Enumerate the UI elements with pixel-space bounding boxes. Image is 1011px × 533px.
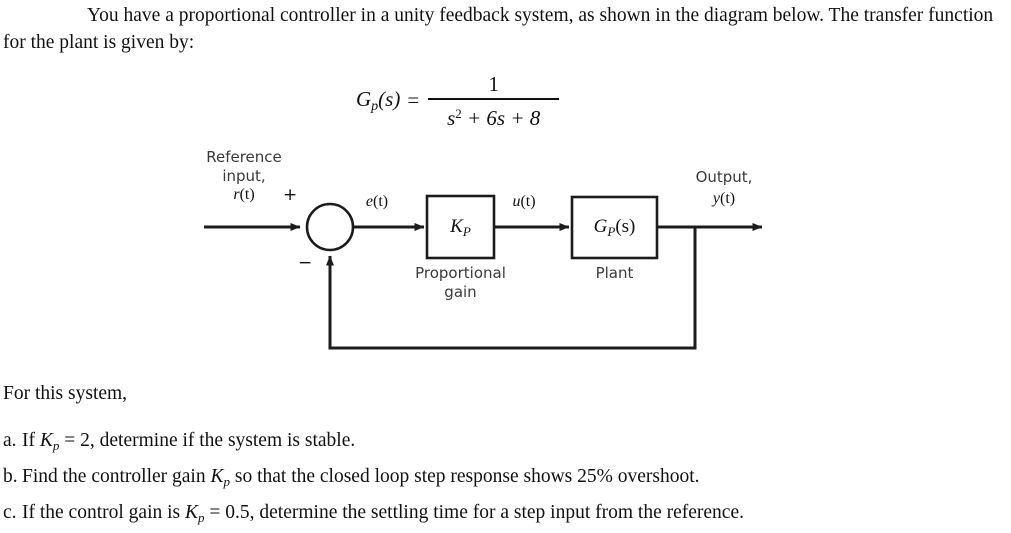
plant-symbol: G xyxy=(593,216,608,237)
question-list: a. If Kp = 2, determine if the system is… xyxy=(3,425,1008,533)
question-c-symbol-subscript: p xyxy=(198,510,205,525)
question-marker-c: c. xyxy=(3,502,17,523)
controller-block-label: KP xyxy=(427,216,494,240)
reference-signal-symbol: r xyxy=(233,186,240,203)
question-a-post: = 2, determine if the system is stable. xyxy=(59,430,356,451)
output-label: Output, xyxy=(695,168,753,186)
plant-subscript: P xyxy=(607,224,616,239)
question-item-b: b. Find the controller gain Kp so that t… xyxy=(3,461,1008,497)
question-a-symbol-letter: K xyxy=(39,430,53,451)
equation-left-side: Gp(s) xyxy=(356,87,400,115)
question-b-symbol: Kp xyxy=(210,466,230,489)
controller-caption: Proportional gain xyxy=(391,264,530,302)
question-marker-b: b. xyxy=(3,466,18,487)
question-c-pre: If the control gain is xyxy=(22,502,185,523)
question-a-symbol-subscript: p xyxy=(52,438,60,453)
denominator-exponent: 2 xyxy=(455,106,462,121)
question-b-pre: Find the controller gain xyxy=(22,466,211,487)
intro-paragraph: You have a proportional controller in a … xyxy=(3,5,994,53)
reference-signal-arg: (t) xyxy=(239,186,255,203)
controller-caption-line1: Proportional xyxy=(415,264,506,282)
denominator-term-s: s xyxy=(447,106,456,130)
question-a-pre: If xyxy=(22,430,40,451)
equation-lhs-symbol: G xyxy=(356,86,372,111)
output-signal-arg: (t) xyxy=(720,190,736,207)
controller-symbol: K xyxy=(450,216,463,237)
question-a-symbol: Kp xyxy=(39,430,60,453)
denominator-remaining-terms: + 6s + 8 xyxy=(461,106,541,130)
question-text-c: If the control gain is Kp = 0.5, determi… xyxy=(22,497,1008,533)
question-c-symbol: Kp xyxy=(185,502,205,525)
error-signal-arg: (t) xyxy=(373,193,389,210)
equation-denominator: s2 + 6s + 8 xyxy=(443,100,544,131)
plant-block-rect xyxy=(570,195,659,260)
output-signal-symbol: y xyxy=(712,190,720,207)
equation-lhs-argument: (s) xyxy=(378,86,401,111)
equation-lhs-subscript: p xyxy=(371,98,379,114)
question-b-symbol-letter: K xyxy=(210,466,224,487)
summing-junction-minus-sign: − xyxy=(298,253,313,273)
reference-label-line2: input, xyxy=(222,167,266,185)
question-b-symbol-subscript: p xyxy=(223,474,230,489)
plant-arg: (s) xyxy=(615,216,636,237)
plant-transfer-function-equation: Gp(s) = 1 s2 + 6s + 8 xyxy=(356,70,560,131)
block-diagram-graphics xyxy=(204,194,763,350)
reference-signal-label: r(t) xyxy=(196,186,292,204)
control-signal-symbol: u xyxy=(512,193,521,210)
output-signal-label: y(t) xyxy=(669,190,779,208)
question-c-symbol-letter: K xyxy=(185,502,199,523)
for-this-system-text: For this system, xyxy=(3,383,128,404)
summing-junction-plus-sign: + xyxy=(283,185,298,205)
equation-equals-sign: = xyxy=(407,88,420,112)
equation-numerator: 1 xyxy=(488,72,499,96)
plant-caption: Plant xyxy=(595,264,634,282)
question-b-post: so that the closed loop step response sh… xyxy=(229,466,700,487)
control-signal-arg: (t) xyxy=(520,193,536,210)
reference-input-label: Reference input, xyxy=(196,148,292,186)
question-text-b: Find the controller gain Kp so that the … xyxy=(22,461,1008,497)
fraction-bar xyxy=(428,98,560,100)
question-item-c: c. If the control gain is Kp = 0.5, dete… xyxy=(3,497,1008,533)
block-diagram: Reference input, r(t) + − e(t) KP Propor… xyxy=(0,140,1011,370)
controller-caption-line2: gain xyxy=(444,283,477,301)
summing-junction xyxy=(305,202,355,252)
equation-fraction: 1 s2 + 6s + 8 xyxy=(428,72,560,131)
error-signal-symbol: e xyxy=(365,193,373,210)
reference-label-line1: Reference xyxy=(206,148,282,166)
control-signal-label: u(t) xyxy=(495,193,553,211)
controller-subscript: P xyxy=(462,224,471,239)
question-item-a: a. If Kp = 2, determine if the system is… xyxy=(3,425,1008,461)
question-text-a: If Kp = 2, determine if the system is st… xyxy=(22,425,1008,461)
feedback-path xyxy=(326,227,697,350)
question-c-post: = 0.5, determine the settling time for a… xyxy=(204,502,744,523)
question-marker-a: a. xyxy=(3,430,17,451)
plant-block-label: GP(s) xyxy=(572,216,657,240)
controller-block-rect xyxy=(425,194,496,260)
error-signal-label: e(t) xyxy=(348,193,406,211)
